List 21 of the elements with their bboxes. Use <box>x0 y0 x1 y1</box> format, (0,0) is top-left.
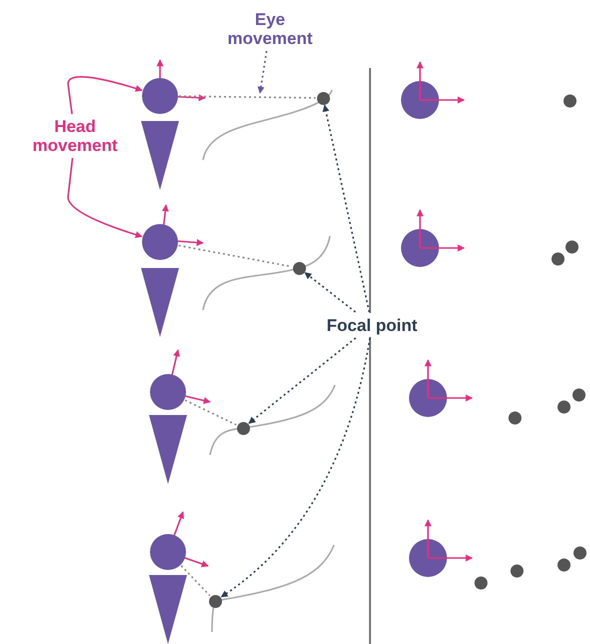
head-circle <box>150 374 186 410</box>
focal-dot <box>292 262 306 274</box>
leader-line <box>322 104 370 312</box>
leader-line <box>258 50 268 94</box>
focal-dot <box>208 594 222 608</box>
focal-dot <box>236 422 250 434</box>
leader-line <box>220 338 371 598</box>
head-circle <box>150 534 186 570</box>
annotation-label: Head movement <box>18 115 132 157</box>
sight-line <box>184 399 237 426</box>
head-circle <box>142 224 178 260</box>
sight-line <box>178 244 292 268</box>
leader-line <box>67 76 143 114</box>
focal-dot <box>316 92 330 104</box>
leader-line <box>304 272 356 313</box>
head-circle <box>142 78 178 114</box>
leader-line <box>248 337 356 424</box>
annotation-label: Eye movement <box>222 8 318 50</box>
leader-line <box>67 158 142 238</box>
sight-line <box>180 565 210 596</box>
sight-line <box>178 95 316 99</box>
